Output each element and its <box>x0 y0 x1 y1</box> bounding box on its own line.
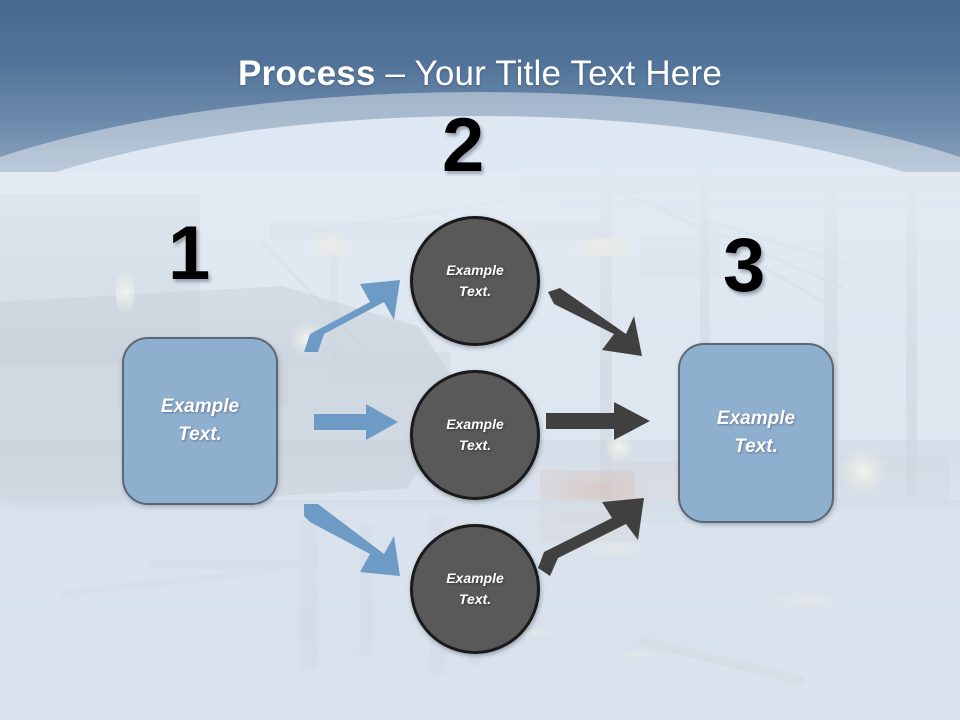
stage-2-node-bottom[interactable]: Example Text. <box>410 524 540 654</box>
connector-in-bottom <box>300 498 410 588</box>
connector-out-top <box>546 288 656 366</box>
stage-2-node-middle-line2: Text. <box>458 437 492 453</box>
step-3-box[interactable]: Example Text. <box>678 343 834 523</box>
step-1-box-line1: Example <box>160 396 240 417</box>
page-title-rest: – Your Title Text Here <box>375 54 722 93</box>
step-number-3: 3 <box>723 223 766 308</box>
stage-2-node-bottom-line2: Text. <box>458 591 492 607</box>
page-title-bold: Process <box>238 54 376 93</box>
title-banner: Process – Your Title Text Here <box>0 0 960 172</box>
step-3-box-line1: Example <box>716 408 796 429</box>
connector-in-top <box>300 268 410 358</box>
connector-out-bottom <box>536 496 656 580</box>
stage-2-node-bottom-line1: Example <box>446 570 504 586</box>
step-3-box-text: Example Text. <box>717 405 795 461</box>
stage-2-node-top-line2: Text. <box>458 283 492 299</box>
step-number-1: 1 <box>168 211 211 296</box>
step-3-box-line2: Text. <box>734 436 778 457</box>
page-title: Process – Your Title Text Here <box>0 52 960 96</box>
stage-2-node-middle-line1: Example <box>446 416 504 432</box>
stage-2-node-top[interactable]: Example Text. <box>410 216 540 346</box>
stage-2-node-middle[interactable]: Example Text. <box>410 370 540 500</box>
step-number-2: 2 <box>442 103 485 188</box>
stage-2-node-middle-text: Example Text. <box>446 414 504 456</box>
stage-2-node-bottom-text: Example Text. <box>446 568 504 610</box>
step-1-box-text: Example Text. <box>161 393 239 449</box>
step-1-box[interactable]: Example Text. <box>122 337 278 505</box>
stage-2-node-top-line1: Example <box>446 262 504 278</box>
step-1-box-line2: Text. <box>178 424 222 445</box>
stage-2-node-top-text: Example Text. <box>446 260 504 302</box>
connector-in-middle <box>314 404 400 440</box>
connector-out-middle <box>546 402 652 440</box>
